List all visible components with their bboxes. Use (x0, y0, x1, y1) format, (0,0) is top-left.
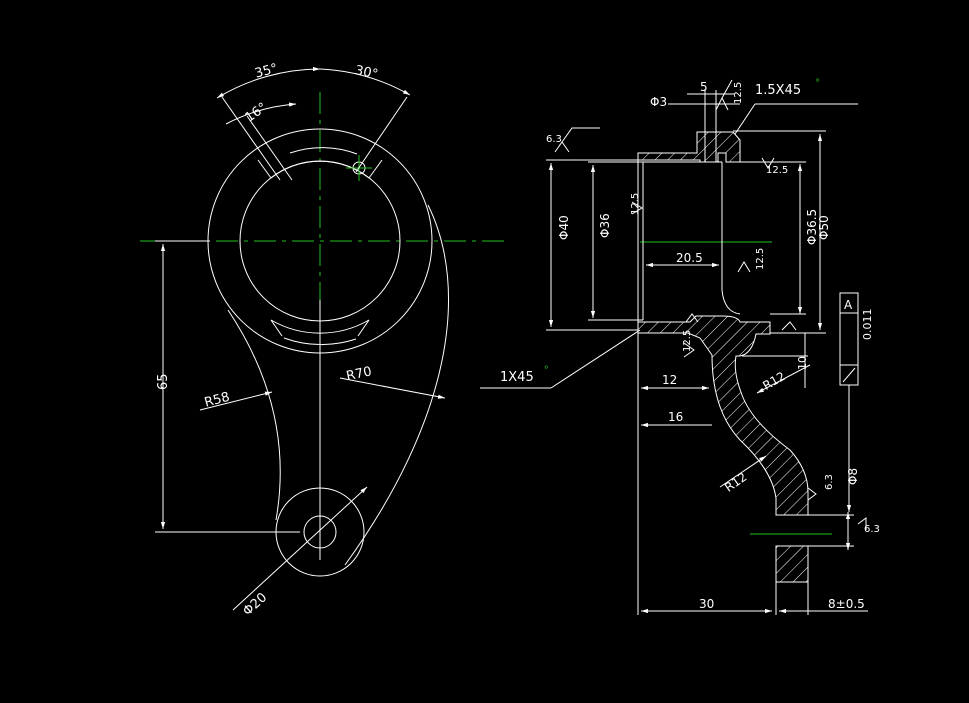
chamfer-top-leader-diag (734, 103, 756, 135)
dim-16-label: 16 (668, 410, 683, 424)
lower-boss-section (775, 545, 809, 583)
roughness-symbol-63-left (554, 127, 600, 153)
upper-boss-band (270, 160, 370, 179)
arm-right-profile (344, 204, 449, 566)
dia-365-label: Φ36.5 (805, 209, 819, 245)
angle-35-label: 35° (253, 61, 279, 81)
dim-65-label: 65 (156, 373, 171, 390)
rough-63-a-label: 6.3 (824, 474, 835, 490)
rough-125-d-label: 12.5 (682, 330, 693, 352)
dia-40-label: Φ40 (557, 215, 571, 240)
boss-line-c (270, 319, 283, 337)
rough-63-left-label: 6.3 (546, 134, 562, 145)
section-view: Φ3 5 12.5 1.5X45° 6.3 12.5 Φ40 Φ36 12.5 … (480, 78, 880, 615)
radius-70-label: R70 (345, 364, 373, 384)
angle-30-label: 30° (354, 63, 380, 82)
chamfer-bottom-leader-diag (550, 329, 641, 389)
dia20-leader (232, 486, 368, 611)
angle-arc-35 (216, 66, 321, 99)
tolerance-symbol (842, 367, 856, 383)
dim-5-label: 5 (700, 80, 708, 94)
datum-label: A (844, 298, 853, 312)
r12-b-leader (719, 455, 767, 488)
roughness-symbol-lower-a (807, 487, 817, 501)
roughness-symbol-bottom-right (781, 321, 797, 331)
chamfer-bottom-degree: ° (544, 365, 549, 376)
roughness-symbol-lower-b (857, 517, 867, 530)
roughness-symbol-arm (683, 342, 695, 358)
dia-3-label: Φ3 (650, 95, 667, 109)
chamfer-top-degree: ° (815, 78, 820, 89)
chamfer-bottom-label: 1X45° (500, 365, 549, 385)
dim-30-label: 30 (699, 597, 714, 611)
dia-50-label: Φ50 (817, 215, 831, 240)
arm-left-profile (227, 309, 281, 521)
dim-205-label: 20.5 (676, 251, 703, 265)
bore-right-curve (721, 289, 741, 315)
roughness-symbol-bottom-left (685, 313, 699, 323)
angle-16-label: 16° (243, 100, 270, 126)
roughness-symbol-mid (737, 261, 751, 273)
rough-125-b-label: 12.5 (630, 193, 641, 215)
boss-line-d (357, 319, 370, 337)
rough-63-b-label: 6.3 (864, 524, 880, 535)
lower-boss-edge (283, 337, 357, 346)
rough-125-c-label: 12.5 (755, 248, 766, 270)
top-flange-section (637, 131, 741, 163)
lower-boss-band (270, 319, 370, 334)
r12-a-leader (756, 364, 811, 394)
lower-boss-bore (303, 515, 337, 549)
dim-8pm-label: 8±0.5 (828, 597, 865, 611)
angle-radial-left (221, 96, 281, 181)
boss-line-a (257, 159, 272, 179)
angle-arc-30 (319, 68, 411, 96)
roughness-symbol-bore (631, 201, 643, 215)
rough-125-a-label: 12.5 (766, 165, 788, 176)
angle-radial-right (355, 96, 408, 173)
dim-12-label: 12 (662, 373, 677, 387)
upper-boss-edge (289, 147, 358, 155)
radius-12-b-label: R12 (722, 470, 749, 495)
dia-8-label: Φ8 (846, 468, 860, 485)
angle-arc-16 (225, 102, 297, 125)
radius-58-label: R58 (203, 390, 232, 411)
angle-radial-16 (246, 115, 293, 181)
roughness-symbol-top (715, 79, 733, 111)
r70-leader (339, 377, 446, 399)
front-view: 35° 30° 16° 65 R58 R70 Φ20 (140, 61, 505, 619)
r58-leader (199, 391, 273, 411)
radius-12-a-label: R12 (760, 369, 787, 393)
dia-20-label: Φ20 (240, 590, 270, 619)
boss-line-b (368, 159, 383, 179)
rough-top-label: 12.5 (733, 82, 744, 104)
dim-10-label: 10 (796, 356, 809, 370)
dia-36-label: Φ36 (598, 213, 612, 238)
arm-section (637, 315, 809, 516)
roughness-symbol-right-top (761, 157, 775, 169)
chamfer-top-label: 1.5X45° (755, 78, 820, 98)
tolerance-value-label: 0.011 (861, 309, 874, 341)
